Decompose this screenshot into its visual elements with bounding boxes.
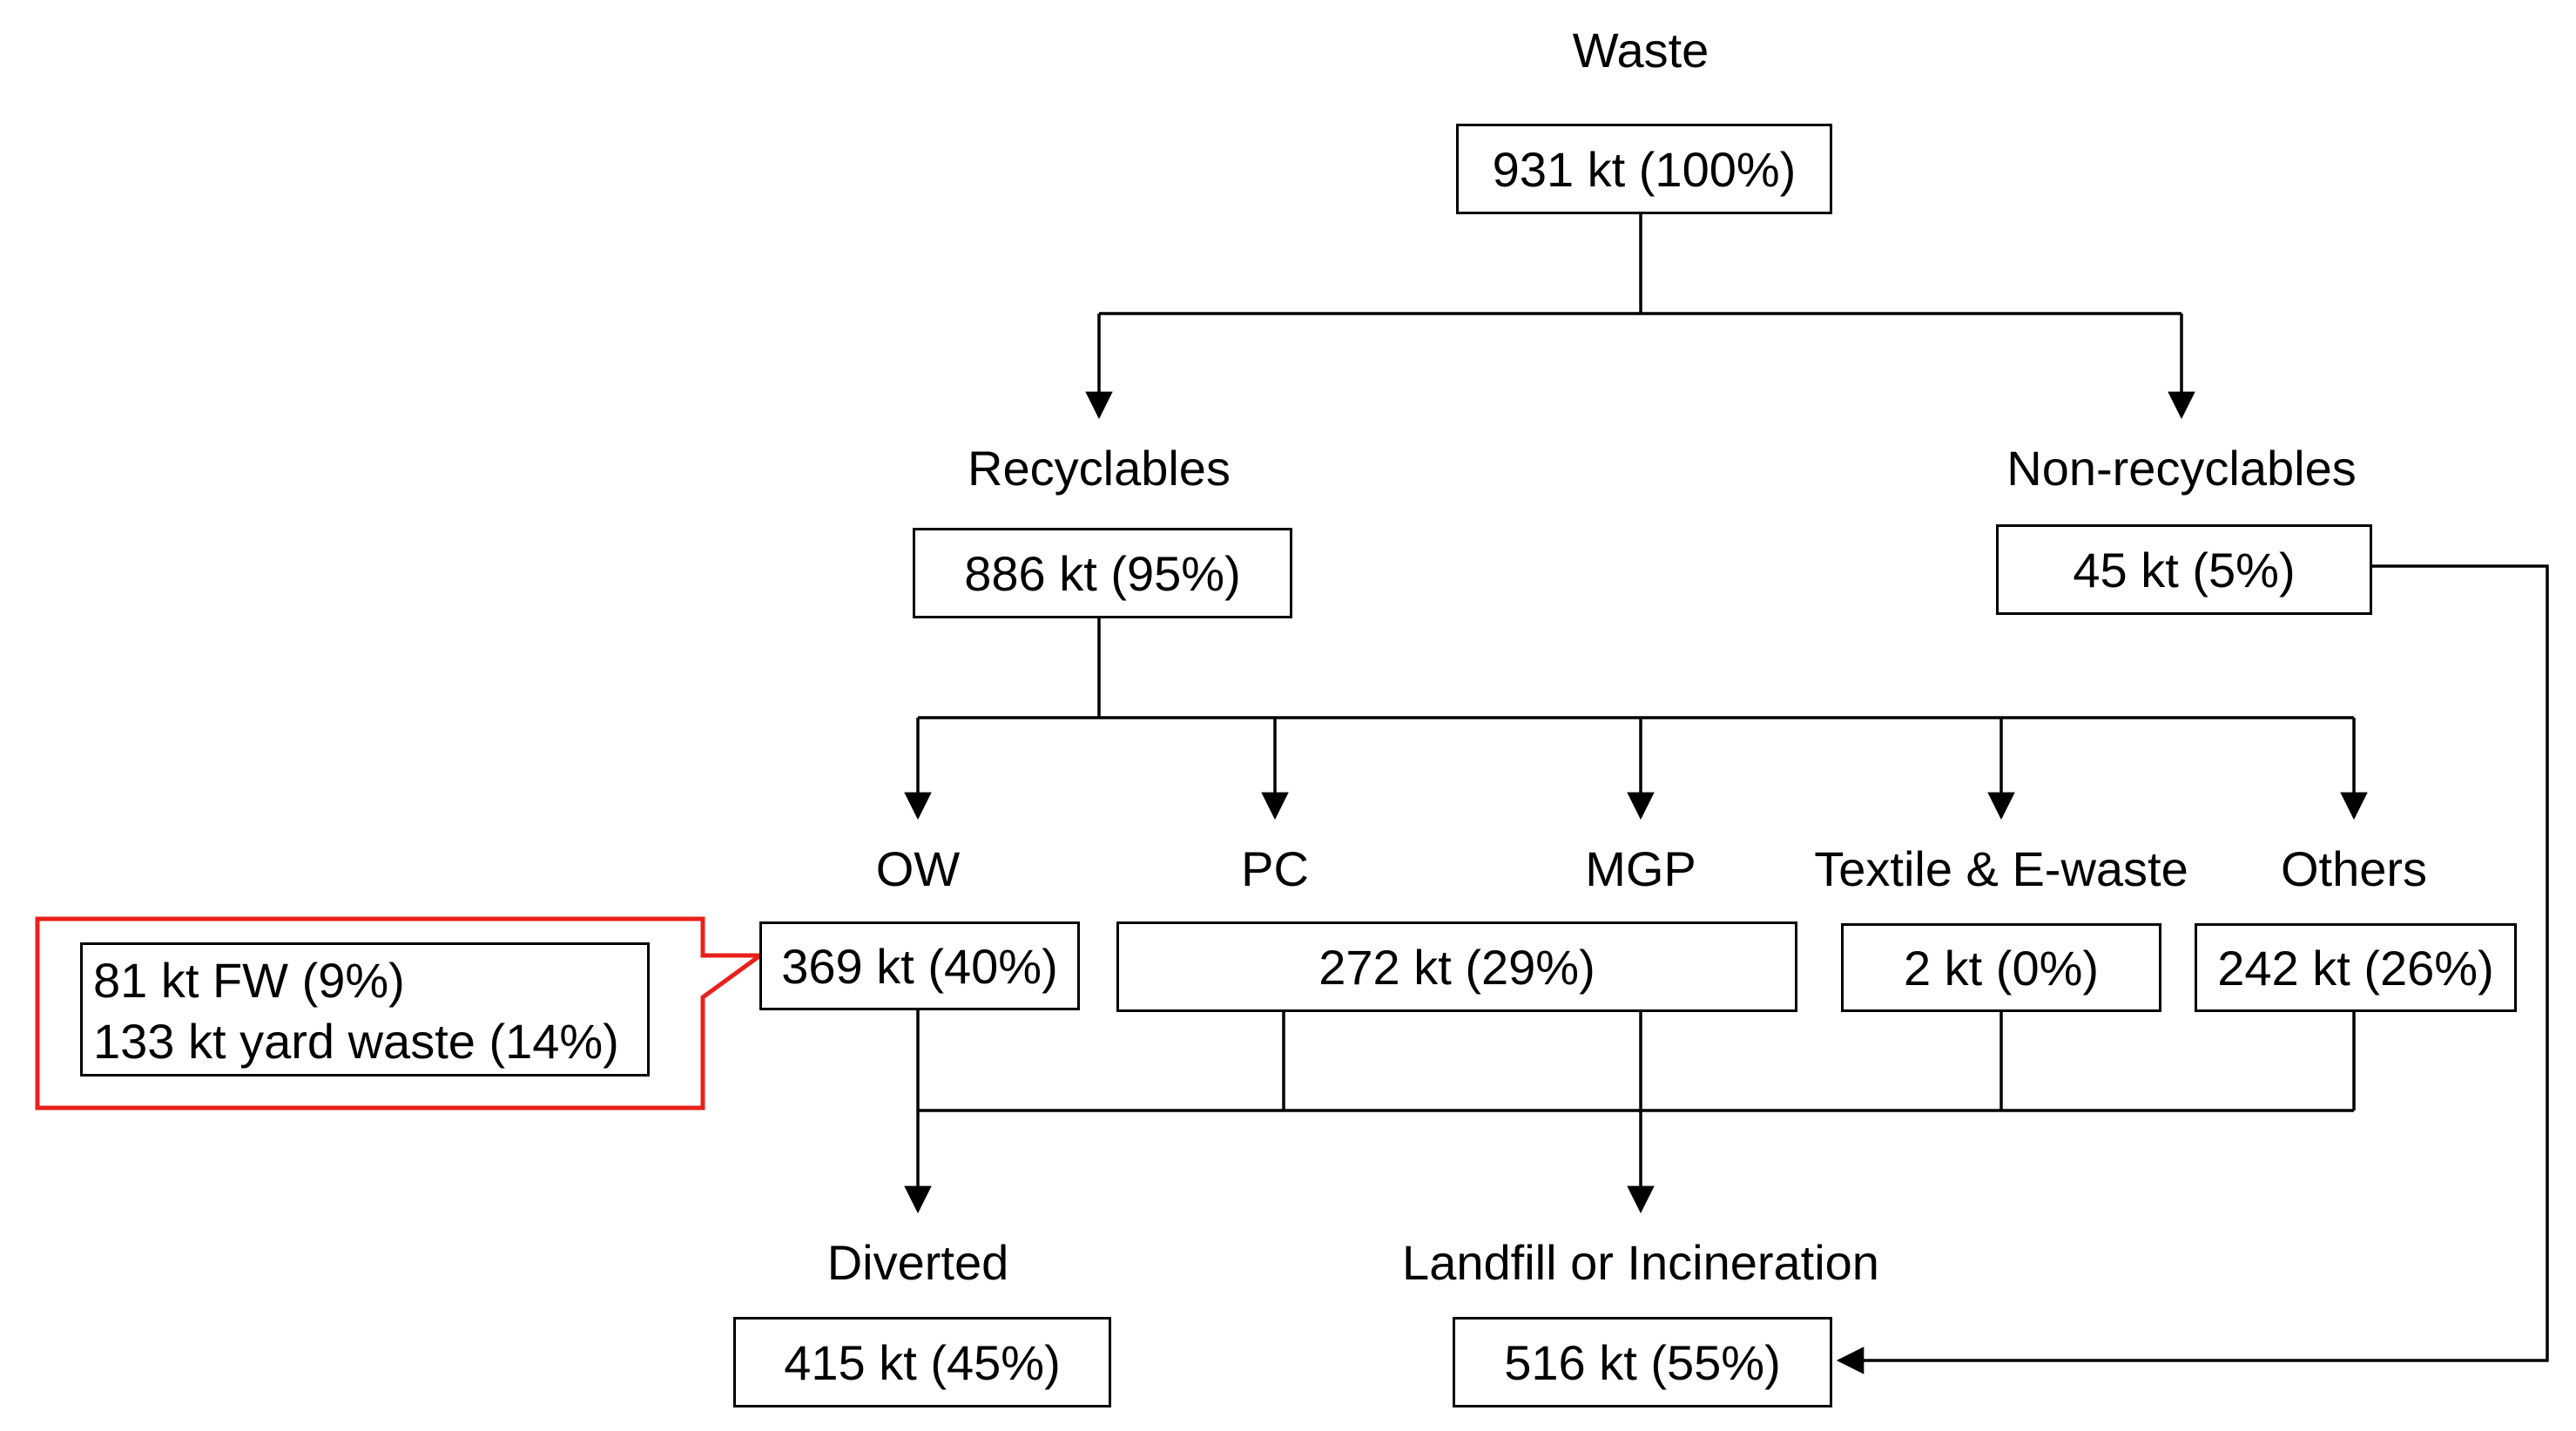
callout-food-waste: 81 kt FW (9%) bbox=[93, 953, 405, 1008]
callout-yard-waste: 133 kt yard waste (14%) bbox=[93, 1014, 619, 1069]
diverted-label: Diverted bbox=[826, 1235, 1009, 1290]
landfill-label: Landfill or Incineration bbox=[1402, 1235, 1879, 1290]
non-recyclables-route bbox=[1836, 564, 2549, 1374]
mgp-label: MGP bbox=[1585, 841, 1696, 896]
textile-value-box: 2 kt (0%) bbox=[1841, 923, 2161, 1012]
ow-value-box: 369 kt (40%) bbox=[759, 921, 1080, 1010]
ow-breakdown-callout: 81 kt FW (9%) 133 kt yard waste (14%) bbox=[80, 942, 650, 1077]
callout-frame bbox=[35, 916, 767, 1110]
textile-label: Textile & E-waste bbox=[1814, 841, 2188, 896]
waste-label: Waste bbox=[1572, 23, 1709, 78]
recyclables-label: Recyclables bbox=[968, 441, 1231, 496]
non-recyclables-value-box: 45 kt (5%) bbox=[1996, 524, 2372, 615]
ow-label: OW bbox=[875, 841, 961, 896]
pc-label: PC bbox=[1241, 841, 1309, 896]
pc-mgp-value-box: 272 kt (29%) bbox=[1116, 921, 1797, 1012]
non-recyclables-label: Non-recyclables bbox=[2006, 441, 2357, 496]
others-label: Others bbox=[2280, 841, 2428, 896]
diverted-value-box: 415 kt (45%) bbox=[733, 1317, 1111, 1407]
others-value-box: 242 kt (26%) bbox=[2195, 923, 2517, 1012]
recyclables-value-box: 886 kt (95%) bbox=[913, 528, 1292, 618]
waste-value-box: 931 kt (100%) bbox=[1456, 124, 1832, 214]
landfill-value-box: 516 kt (55%) bbox=[1453, 1317, 1832, 1407]
